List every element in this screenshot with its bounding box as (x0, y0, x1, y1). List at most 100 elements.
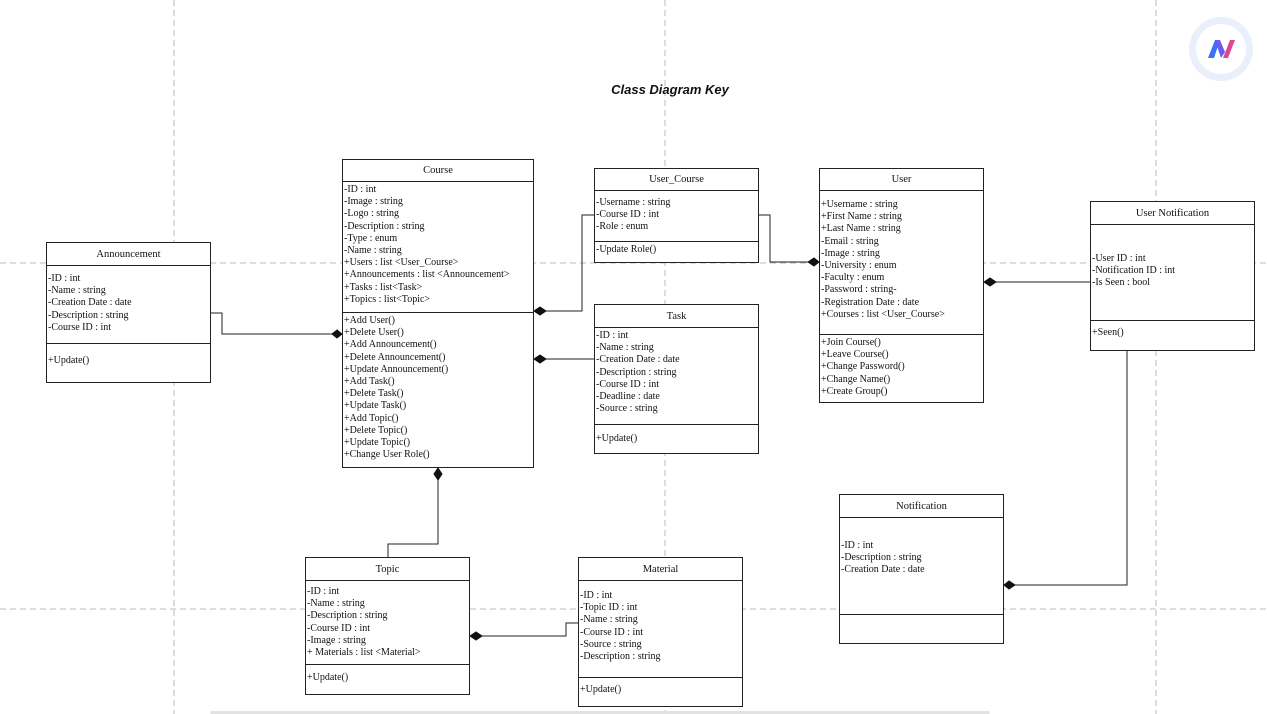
diagram-title: Class Diagram Key (611, 82, 729, 97)
class-user[interactable]: User +Username : string+First Name : str… (819, 168, 984, 403)
member-row: -Password : string- (821, 284, 897, 296)
class-notification[interactable]: Notification -ID : int-Description : str… (839, 494, 1004, 644)
composition-diamond (433, 467, 443, 481)
class-name: User (820, 169, 983, 191)
class-name: Topic (306, 558, 469, 581)
attributes: -ID : int-Image : string-Logo : string-D… (343, 182, 533, 313)
connector-topic-course (387, 480, 439, 557)
class-user-notification[interactable]: User Notification -User ID : int-Notific… (1090, 201, 1255, 351)
member-row: +Add Topic() (344, 412, 399, 424)
member-row: -Username : string (596, 197, 671, 208)
member-row: -Creation Date : date (841, 564, 925, 576)
member-row: +Last Name : string (821, 223, 901, 235)
member-row: -Is Seen : bool (1092, 277, 1151, 289)
member-row: +Update Topic() (344, 437, 411, 449)
member-row: -Name : string (48, 285, 106, 297)
class-announcement[interactable]: Announcement -ID : int-Name : string-Cre… (46, 242, 211, 383)
connector-material-topic (482, 622, 578, 637)
operations: +Update() (47, 344, 210, 369)
attributes: -ID : int-Topic ID : int-Name : string-C… (579, 581, 742, 678)
horizontal-scrollbar[interactable] (210, 711, 990, 714)
member-row: -Type : enum (344, 232, 398, 244)
composition-diamond (469, 631, 483, 641)
member-row: -Topic ID : int (580, 602, 638, 614)
member-row: -Faculty : enum (821, 272, 885, 284)
composition-diamond (983, 277, 997, 287)
member-row: -Name : string (580, 614, 638, 626)
connector-usercourse-user (759, 214, 808, 263)
class-name: User_Course (595, 169, 758, 191)
member-row: -Name : string (344, 245, 402, 257)
member-row: -Course ID : int (580, 626, 644, 638)
composition-diamond (533, 354, 547, 364)
member-row: -Course ID : int (596, 209, 660, 221)
class-course[interactable]: Course -ID : int-Image : string-Logo : s… (342, 159, 534, 468)
member-row: +Delete User() (344, 327, 404, 339)
member-row: -Source : string (596, 403, 658, 415)
class-task[interactable]: Task -ID : int-Name : string-Creation Da… (594, 304, 759, 454)
member-row: -Image : string (344, 196, 403, 208)
member-row: +Join Course() (821, 337, 881, 348)
class-name: Material (579, 558, 742, 581)
operations: +Update() (595, 425, 758, 447)
member-row: +Update() (307, 672, 349, 683)
class-user-course[interactable]: User_Course -Username : string-Course ID… (594, 168, 759, 263)
operations: -Update Role() (595, 242, 758, 258)
member-row: +Add User() (344, 315, 395, 326)
class-topic[interactable]: Topic -ID : int-Name : string-Descriptio… (305, 557, 470, 695)
member-row: -Image : string (821, 247, 880, 259)
connector-usernotification-notification (1015, 351, 1128, 586)
member-row: -Email : string (821, 235, 879, 247)
member-row: -Description : string (344, 220, 425, 232)
member-row: -ID : int (580, 590, 613, 601)
member-row: -ID : int (596, 330, 629, 341)
member-row: +Tasks : list<Task> (344, 281, 423, 293)
connector-announcement-course (211, 312, 332, 335)
member-row: -Description : string (48, 309, 129, 321)
member-row: -Course ID : int (307, 622, 371, 634)
member-row: -Notification ID : int (1092, 265, 1176, 277)
class-name: User Notification (1091, 202, 1254, 225)
member-row: +Add Announcement() (344, 339, 437, 351)
member-row: +Leave Course() (821, 349, 889, 361)
attributes: -ID : int-Name : string-Description : st… (306, 581, 469, 665)
member-row: -Course ID : int (596, 378, 660, 390)
class-material[interactable]: Material -ID : int-Topic ID : int-Name :… (578, 557, 743, 707)
attributes: -ID : int-Description : string-Creation … (840, 518, 1003, 615)
attributes: +Username : string+First Name : string+L… (820, 191, 983, 335)
operations: +Add User()+Delete User()+Add Announceme… (343, 313, 533, 463)
member-row: -ID : int (48, 273, 81, 284)
attributes: -ID : int-Name : string-Creation Date : … (47, 266, 210, 344)
member-row: -Logo : string (344, 208, 399, 220)
member-row: -ID : int (307, 586, 340, 597)
member-row: +Update Announcement() (344, 363, 449, 375)
composition-diamond (807, 257, 820, 267)
operations: +Seen() (1091, 321, 1254, 341)
member-row: -Course ID : int (48, 321, 112, 333)
member-row: +Change Name() (821, 373, 891, 385)
member-row: +Delete Task() (344, 388, 404, 400)
member-row: -Update Role() (596, 244, 657, 255)
member-row: -University : enum (821, 260, 897, 272)
member-row: +Username : string (821, 199, 898, 210)
composition-diamond (533, 306, 547, 316)
member-row: +Update() (580, 684, 622, 695)
member-row: +Users : list <User_Course> (344, 257, 459, 269)
member-row: -Image : string (307, 634, 366, 646)
member-row: +Change User Role() (344, 449, 430, 461)
member-row: -Description : string (841, 552, 922, 564)
member-row: +Announcements : list <Announcement> (344, 269, 510, 281)
member-row: -Registration Date : date (821, 296, 920, 308)
operations (840, 615, 1003, 619)
member-row: +Add Task() (344, 376, 395, 388)
operations: +Update() (579, 678, 742, 698)
member-row: -Role : enum (596, 221, 649, 233)
attributes: -Username : string-Course ID : int-Role … (595, 191, 758, 242)
member-row: -Source : string (580, 638, 642, 650)
operations: +Join Course()+Leave Course()+Change Pas… (820, 335, 983, 400)
member-row: -Creation Date : date (48, 297, 132, 309)
composition-diamond (1003, 580, 1016, 590)
app-logo-icon (1189, 17, 1253, 81)
class-name: Notification (840, 495, 1003, 518)
member-row: +Change Password() (821, 361, 905, 373)
